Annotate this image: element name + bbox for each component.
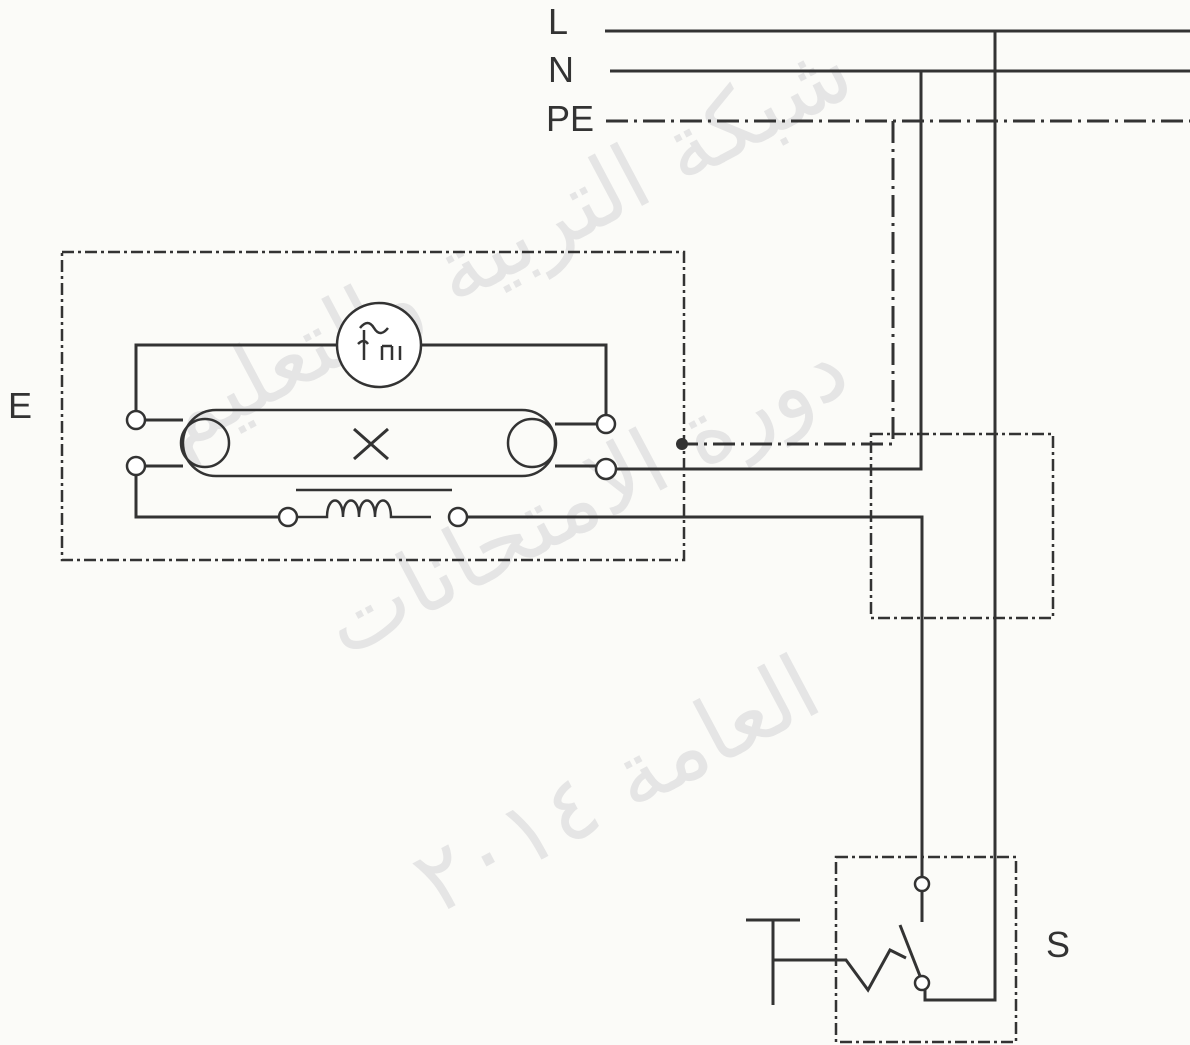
live-drop-wire bbox=[923, 31, 997, 1002]
luminaire-enclosure bbox=[60, 250, 686, 562]
fluorescent-tube bbox=[179, 408, 558, 478]
line-label-N: N bbox=[548, 49, 574, 90]
terminal-ballast-right bbox=[447, 506, 469, 528]
terminal-left-bottom bbox=[125, 455, 147, 477]
line-label-PE: PE bbox=[546, 98, 594, 139]
terminal-ballast-left bbox=[277, 506, 299, 528]
luminaire-label-E: E bbox=[8, 385, 32, 426]
pe-connection-dot bbox=[676, 438, 688, 450]
ballast-feed-wire bbox=[134, 475, 279, 519]
terminal-right-bottom bbox=[594, 457, 618, 481]
switch-label-S: S bbox=[1046, 924, 1070, 965]
watermark-line-3: العامة ٢٠١٤ bbox=[397, 635, 836, 935]
watermark: شبكة التربية والتعليم دورة الامتحانات ال… bbox=[139, 17, 869, 935]
starter-wire-right bbox=[421, 343, 608, 424]
pe-drop-wire bbox=[684, 121, 895, 446]
starter-icon bbox=[335, 301, 423, 389]
terminal-right-top bbox=[595, 413, 617, 435]
switched-live-wire bbox=[467, 515, 924, 882]
ballast-coil-icon bbox=[296, 488, 452, 519]
junction-box bbox=[869, 432, 1055, 620]
neutral-drop-wire bbox=[616, 71, 923, 471]
starter-wire bbox=[134, 343, 337, 420]
push-switch-icon bbox=[746, 875, 931, 1005]
line-label-L: L bbox=[548, 1, 568, 42]
switch-enclosure bbox=[834, 855, 1018, 1044]
terminal-left-top bbox=[125, 409, 147, 431]
